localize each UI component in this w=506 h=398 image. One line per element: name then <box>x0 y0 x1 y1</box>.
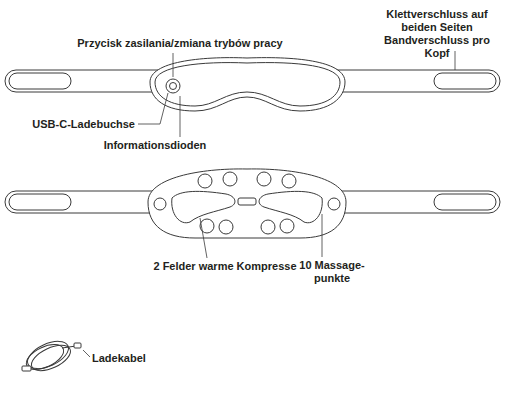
warm-compress-field <box>172 191 235 222</box>
label-text: Klettverschluss auf beiden Seiten Bandve… <box>384 8 490 59</box>
power-button <box>166 79 180 93</box>
label-text: USB-C-Ladebuchse <box>32 118 135 130</box>
part-label: USB-C-Ladebuchse <box>10 118 135 131</box>
charging-cable <box>22 336 81 376</box>
mask-body <box>148 169 346 238</box>
velcro-pad <box>9 73 71 89</box>
label-text: Informationsdioden <box>104 139 207 151</box>
velcro-pad <box>434 73 496 89</box>
mask-back <box>5 169 500 238</box>
label-text: 2 Felder warme Kompresse <box>153 260 296 272</box>
warm-compress-field <box>259 191 322 222</box>
logo-plate <box>238 198 256 205</box>
mask-body <box>150 58 345 111</box>
part-label: 2 Felder warme Kompresse <box>140 260 310 273</box>
part-label: Informationsdioden <box>90 139 220 152</box>
power-button-icon <box>170 83 177 90</box>
part-label: Przycisk zasilania/zmiana trybów pracy <box>60 37 300 50</box>
label-text: Przycisk zasilania/zmiana trybów pracy <box>77 37 282 49</box>
mask-inner-edge <box>155 63 340 106</box>
part-label: 10 Massage- punkte <box>290 259 374 285</box>
mask-front <box>5 58 500 111</box>
label-text: 10 Massage- punkte <box>299 259 364 284</box>
velcro-pad <box>434 194 496 210</box>
part-label: Klettverschluss auf beiden Seiten Bandve… <box>372 8 502 60</box>
label-text: Ladekabel <box>92 352 146 364</box>
massage-points <box>154 172 340 234</box>
part-label: Ladekabel <box>92 352 182 365</box>
leader-lines <box>83 51 455 357</box>
velcro-pad <box>9 194 71 210</box>
